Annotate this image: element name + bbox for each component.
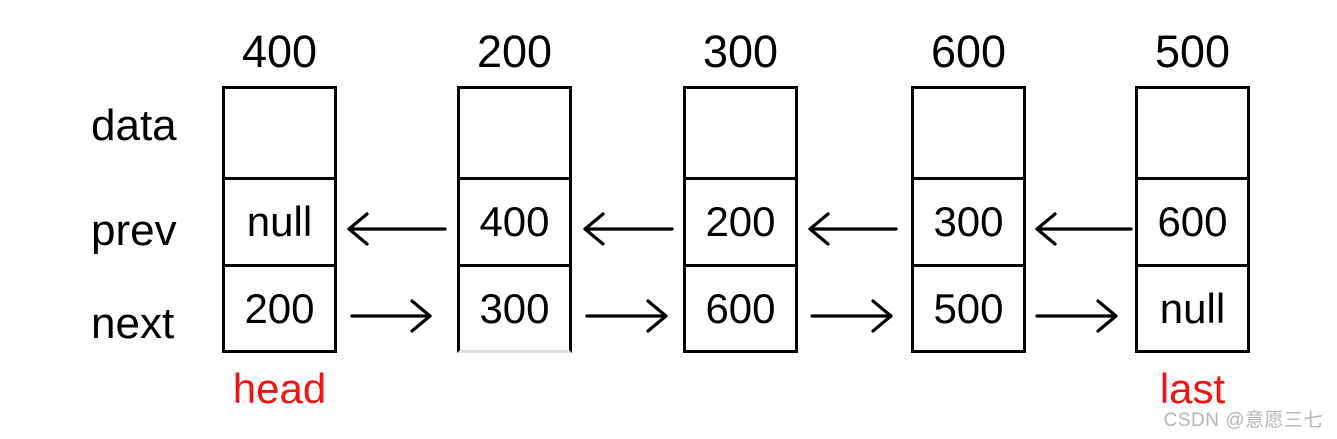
prev-pointer-arrow-200-to-400 — [347, 212, 447, 246]
data-cell — [1138, 89, 1247, 177]
list-node-400: 400 null 200 head — [222, 22, 337, 411]
node-box: 300 500 — [911, 86, 1026, 353]
data-cell — [914, 89, 1023, 177]
list-node-500: 500 600 null last — [1135, 22, 1250, 411]
head-tag: head — [232, 365, 327, 412]
next-pointer-arrow-600-to-500 — [1035, 299, 1118, 333]
node-box: 400 300 — [457, 86, 572, 353]
row-label-prev: prev — [91, 206, 177, 255]
next-cell: 200 — [225, 264, 334, 350]
list-node-600: 600 300 500 — [911, 22, 1026, 353]
node-address-label: 200 — [476, 26, 553, 77]
next-cell: 600 — [686, 264, 795, 350]
prev-cell: 400 — [460, 177, 569, 264]
row-label-next: next — [91, 299, 175, 348]
prev-cell: 200 — [686, 177, 795, 264]
data-cell — [225, 89, 334, 177]
prev-pointer-arrow-300-to-200 — [583, 212, 674, 246]
node-address-label: 400 — [241, 26, 318, 77]
node-box: null 200 — [222, 86, 337, 353]
next-cell: null — [1138, 264, 1247, 350]
row-label-data: data — [91, 101, 177, 150]
next-pointer-arrow-400-to-200 — [350, 299, 432, 333]
last-tag: last — [1159, 365, 1226, 412]
data-cell — [460, 89, 569, 177]
csdn-watermark: CSDN @意愿三七 — [1163, 410, 1323, 431]
next-pointer-arrow-300-to-600 — [810, 299, 893, 333]
next-cell: 300 — [460, 264, 569, 350]
prev-cell: null — [225, 177, 334, 264]
prev-pointer-arrow-600-to-300 — [808, 212, 898, 246]
list-node-300: 300 200 600 — [683, 22, 798, 353]
data-cell — [686, 89, 795, 177]
node-box: 600 null — [1135, 86, 1250, 353]
next-cell: 500 — [914, 264, 1023, 350]
next-pointer-arrow-200-to-300 — [585, 299, 668, 333]
prev-pointer-arrow-500-to-600 — [1035, 212, 1133, 246]
node-address-label: 600 — [930, 26, 1007, 77]
node-address-label: 500 — [1154, 26, 1231, 77]
list-node-200: 200 400 300 — [457, 22, 572, 353]
prev-cell: 600 — [1138, 177, 1247, 264]
node-box: 200 600 — [683, 86, 798, 353]
node-address-label: 300 — [702, 26, 779, 77]
prev-cell: 300 — [914, 177, 1023, 264]
